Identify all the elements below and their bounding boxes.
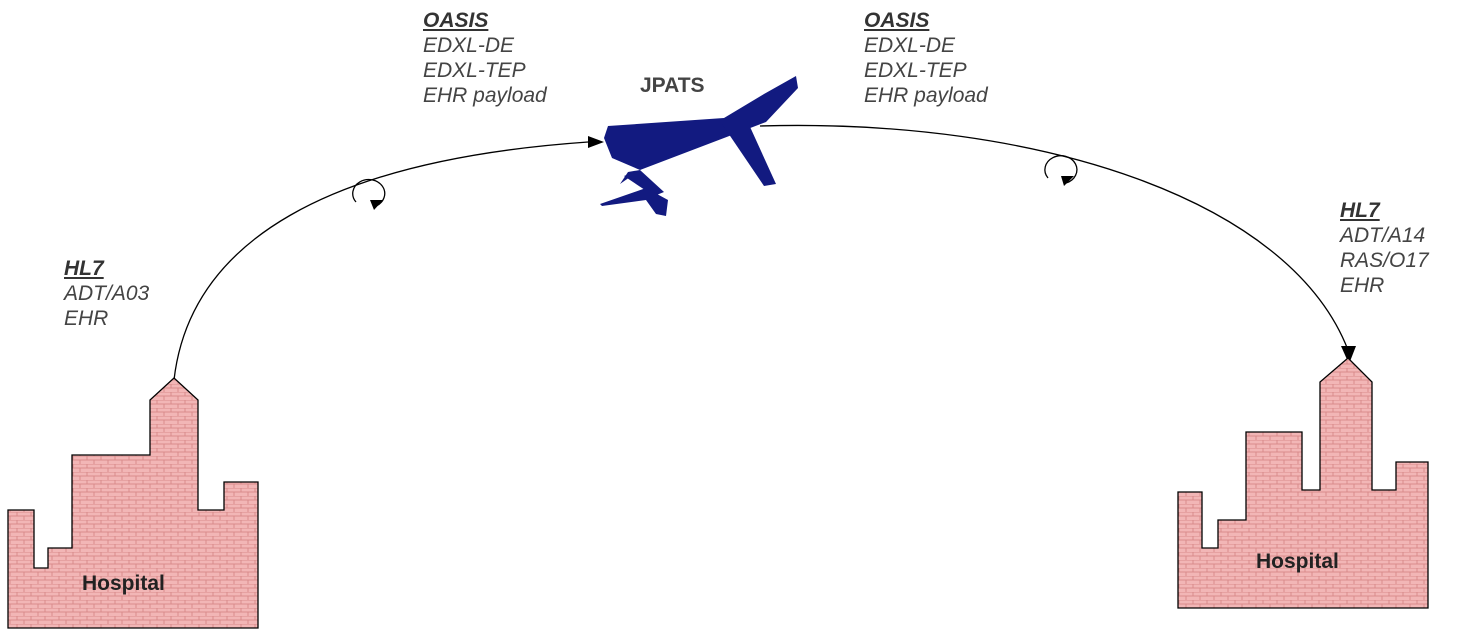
cycle-icon-left	[352, 178, 386, 210]
oasis-right-line: EHR payload	[864, 84, 988, 107]
left-protocol-line: ADT/A03	[64, 282, 150, 305]
oasis-right-line: EDXL-TEP	[864, 59, 967, 82]
oasis-left-line: EDXL-DE	[423, 34, 515, 57]
oasis-left-title: OASIS	[423, 9, 489, 32]
oasis-right-line: EDXL-DE	[864, 34, 956, 57]
left-protocol-line: EHR	[64, 307, 109, 330]
right-protocol-line: EHR	[1340, 274, 1385, 297]
right-protocol-line: ADT/A14	[1340, 224, 1426, 247]
oasis-left-line: EDXL-TEP	[423, 59, 526, 82]
jpats-label: JPATS	[640, 74, 705, 97]
left-protocol-title: HL7	[64, 257, 104, 280]
right-protocol-block: HL7 ADT/A14 RAS/O17 EHR	[1340, 198, 1429, 298]
right-protocol-line: RAS/O17	[1340, 249, 1429, 272]
left-protocol-block: HL7 ADT/A03 EHR	[64, 256, 149, 331]
right-protocol-title: HL7	[1340, 199, 1380, 222]
oasis-right-title: OASIS	[864, 9, 930, 32]
arrowhead-into-plane	[588, 136, 604, 148]
arc-to-hospital	[759, 124, 1349, 351]
right-hospital-icon: Hospital	[1177, 357, 1429, 609]
left-hospital-icon: Hospital	[7, 377, 259, 629]
arrowhead-into-hospital	[1341, 346, 1356, 364]
oasis-left-line: EHR payload	[423, 84, 547, 107]
oasis-right-block: OASIS EDXL-DE EDXL-TEP EHR payload	[864, 8, 988, 108]
cycle-icon-right	[1044, 155, 1078, 186]
left-hospital-label: Hospital	[82, 572, 165, 595]
right-hospital-label: Hospital	[1256, 550, 1339, 573]
arc-to-plane	[173, 141, 589, 381]
oasis-left-block: OASIS EDXL-DE EDXL-TEP EHR payload	[423, 8, 547, 108]
airplane-icon	[600, 76, 798, 216]
